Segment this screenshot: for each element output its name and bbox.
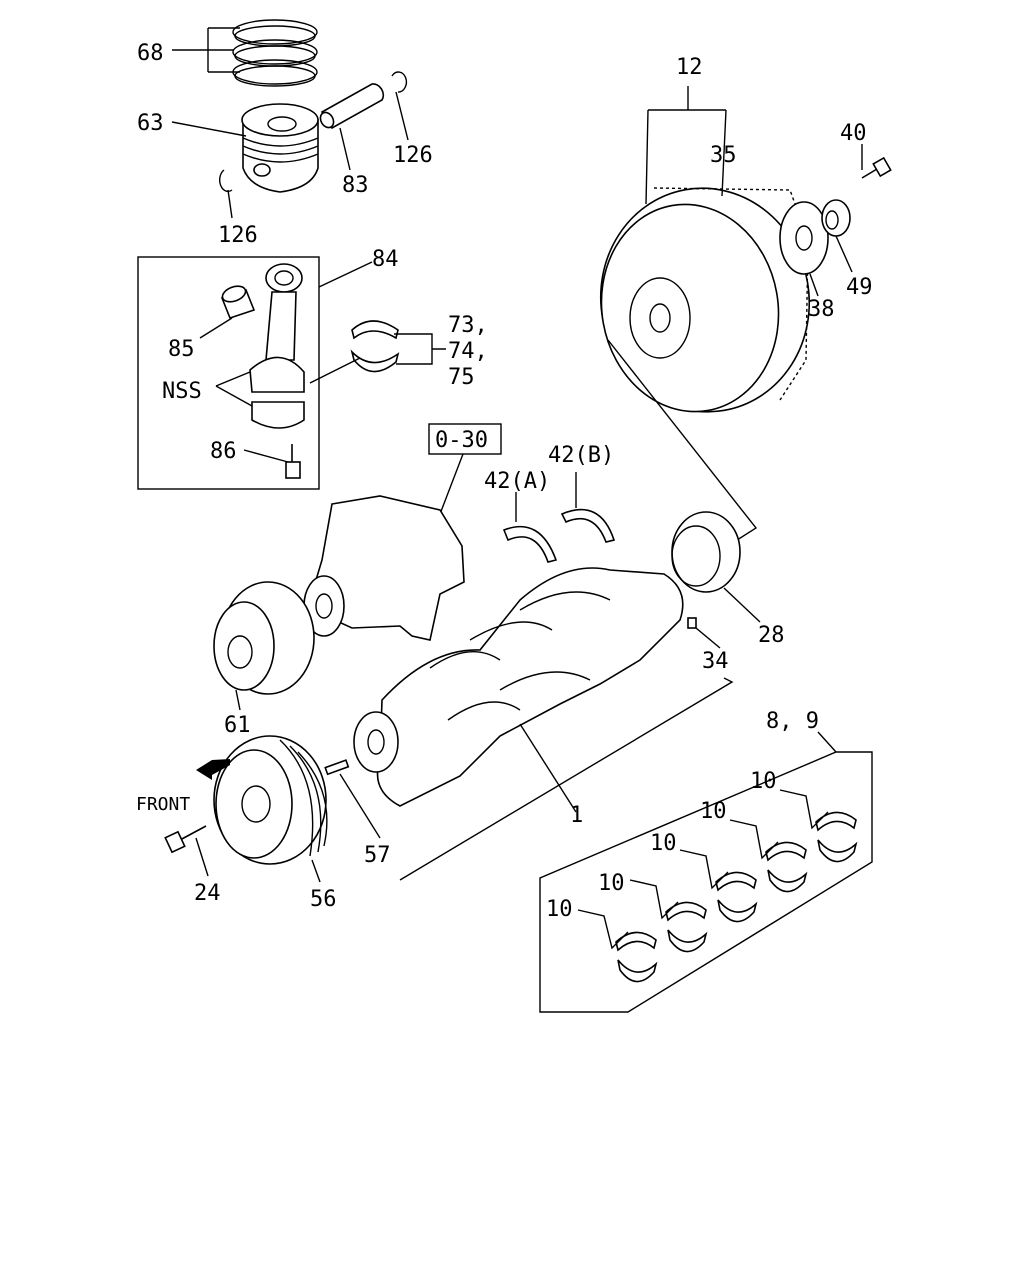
conrod-bushing xyxy=(220,285,256,319)
label-56: 56 xyxy=(310,887,337,912)
conrod-bearings xyxy=(350,320,400,373)
label-126-right: 126 xyxy=(393,143,433,168)
label-34: 34 xyxy=(702,649,729,674)
piston-pin xyxy=(319,83,385,130)
label-0-30: 0-30 xyxy=(435,428,488,453)
label-24: 24 xyxy=(194,881,221,906)
thrust-washer-b xyxy=(560,508,616,543)
label-10-c: 10 xyxy=(650,831,677,856)
connecting-rod xyxy=(249,263,305,429)
label-12: 12 xyxy=(676,55,703,80)
label-10-a: 10 xyxy=(750,769,777,794)
label-86: 86 xyxy=(210,439,237,464)
crankshaft xyxy=(353,567,684,807)
flywheel-bolt xyxy=(861,156,892,179)
snap-ring-left xyxy=(219,169,233,193)
label-126-left: 126 xyxy=(218,223,258,248)
label-49: 49 xyxy=(846,275,873,300)
label-42b: 42(B) xyxy=(548,443,614,468)
flywheel xyxy=(599,187,811,413)
woodruff-key xyxy=(324,759,350,776)
label-84: 84 xyxy=(372,247,399,272)
label-68: 68 xyxy=(137,41,164,66)
label-61: 61 xyxy=(224,713,251,738)
piston-rings xyxy=(232,19,318,87)
label-40: 40 xyxy=(840,121,867,146)
main-bearings xyxy=(615,811,858,983)
main-bearing-box xyxy=(539,751,873,1013)
bolt-24 xyxy=(164,825,207,854)
label-10-b: 10 xyxy=(700,799,727,824)
label-85: 85 xyxy=(168,337,195,362)
label-74: 74, xyxy=(448,339,488,364)
front-arrow-icon xyxy=(196,759,230,780)
label-10-e: 10 xyxy=(546,897,573,922)
label-1: 1 xyxy=(570,803,583,828)
conrod-box xyxy=(137,256,320,490)
pulley-61 xyxy=(213,581,315,695)
snap-ring-right xyxy=(391,71,408,93)
label-57: 57 xyxy=(364,843,391,868)
label-nss: NSS xyxy=(162,379,202,404)
bolt-86 xyxy=(285,444,301,479)
crank-pulley xyxy=(213,735,328,865)
label-42a: 42(A) xyxy=(484,469,550,494)
gear-case xyxy=(303,495,465,641)
flywheel-plate xyxy=(779,201,829,275)
label-front: FRONT xyxy=(136,794,190,815)
label-63: 63 xyxy=(137,111,164,136)
label-73: 73, xyxy=(448,313,488,338)
label-28: 28 xyxy=(758,623,785,648)
pilot-bearing xyxy=(821,199,851,237)
label-8-9: 8, 9 xyxy=(766,709,819,734)
label-38: 38 xyxy=(808,297,835,322)
timing-gear xyxy=(671,511,741,593)
label-10-d: 10 xyxy=(598,871,625,896)
piston xyxy=(241,103,319,193)
label-35: 35 xyxy=(710,143,737,168)
thrust-washer-a xyxy=(502,525,558,563)
dowel-pin xyxy=(687,617,697,629)
label-75: 75 xyxy=(448,365,475,390)
label-83: 83 xyxy=(342,173,369,198)
ref-box-030 xyxy=(428,423,502,455)
